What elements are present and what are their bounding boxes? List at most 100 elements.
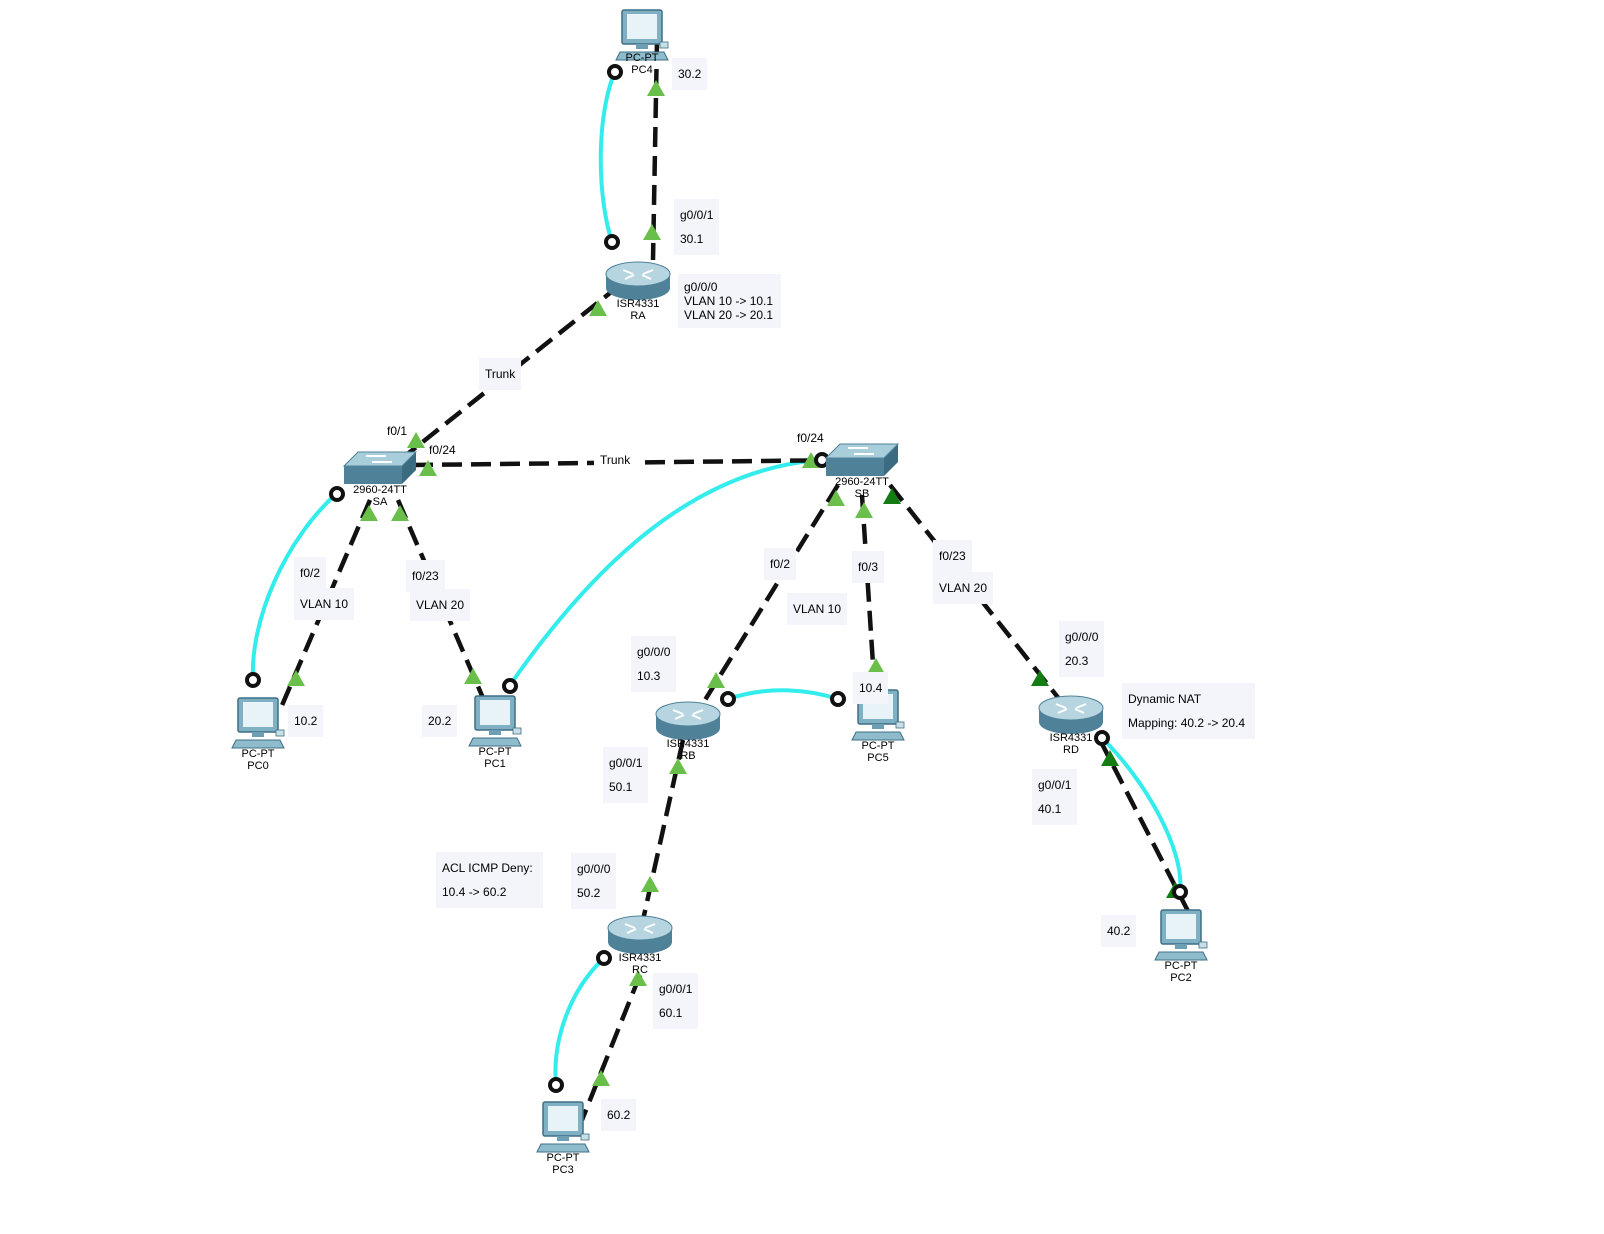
console-cable-rb-pc5[interactable] [727,688,839,701]
port-up-marker [669,758,687,774]
label-rb-g001[interactable]: g0/0/1 50.1 [603,747,649,803]
switch-icon [342,451,418,484]
pc-icon [536,1101,590,1153]
device-pc0[interactable]: PC-PT PC0 [223,696,293,772]
device-name: PC4 [631,64,653,76]
label-sb-f023[interactable]: f0/23 [933,540,972,572]
device-name: PC2 [1170,972,1192,984]
device-pc3[interactable]: PC-PT PC3 [528,1100,598,1176]
port-up-marker [867,658,885,674]
link-ra-sa[interactable] [398,283,622,462]
label-rd-g000[interactable]: g0/0/0 20.3 [1059,621,1105,677]
port-up-marker [1101,750,1119,766]
port-up-marker [592,1070,610,1086]
device-pc1[interactable]: PC-PT PC1 [460,694,530,770]
label-pc3-ip[interactable]: 60.2 [601,1099,637,1131]
device-type: ISR4331 [666,738,710,750]
port-up-marker [407,432,425,448]
console-port-marker [720,691,736,707]
port-up-marker [464,668,482,684]
label-sa-f023[interactable]: f0/23 [406,560,445,592]
port-up-marker [647,80,665,96]
device-name: PC3 [552,1164,574,1176]
link-rc-pc3[interactable] [579,974,643,1121]
label-rd-nat[interactable]: Dynamic NAT Mapping: 40.2 -> 20.4 [1122,683,1256,739]
label-sa-f02[interactable]: f0/2 [294,557,327,589]
router-icon [605,261,671,300]
device-type: PC-PT [861,740,895,752]
label-sa-f024[interactable]: f0/24 [429,443,456,457]
label-pc5-ip[interactable]: 10.4 [853,672,889,704]
label-sb-f03[interactable]: f0/3 [852,551,885,583]
device-rb[interactable]: ISR4331 RB [650,698,726,762]
device-type: PC-PT [1164,960,1198,972]
device-name: PC5 [867,752,889,764]
label-rd-g001[interactable]: g0/0/1 40.1 [1032,769,1078,825]
port-up-marker [391,505,409,521]
device-type: PC-PT [241,748,275,760]
console-cable-rc-pc3[interactable] [553,956,606,1086]
label-pc0-ip[interactable]: 10.2 [288,705,324,737]
label-sa-vlan10[interactable]: VLAN 10 [294,588,355,620]
label-rc-g000[interactable]: g0/0/0 50.2 [571,853,617,909]
label-rb-g000[interactable]: g0/0/0 10.3 [631,636,677,692]
console-port-marker [329,486,345,502]
port-up-marker [827,490,845,506]
label-sb-vlan20[interactable]: VLAN 20 [933,572,994,604]
pc-icon [231,697,285,749]
switch-icon [824,443,900,476]
label-acl[interactable]: ACL ICMP Deny: 10.4 -> 60.2 [436,852,543,908]
console-cable-pc4-ra[interactable] [598,70,617,243]
port-up-marker [419,460,437,476]
port-up-marker [855,502,873,518]
device-name: RA [630,310,646,322]
console-port-marker [604,234,620,250]
label-pc1-ip[interactable]: 20.2 [422,705,458,737]
console-port-marker [548,1077,564,1093]
device-name: RC [632,964,648,976]
console-port-marker [596,950,612,966]
pc-icon [468,695,522,747]
link-sb-rd[interactable] [888,483,1062,702]
device-sb[interactable]: 2960-24TT SB [822,440,902,500]
device-rc[interactable]: ISR4331 RC [602,912,678,976]
link-sb-pc5[interactable] [859,494,878,696]
link-sa-pc1[interactable] [395,499,489,706]
label-sa-vlan20[interactable]: VLAN 20 [410,589,471,621]
label-ra-g001[interactable]: g0/0/1 30.1 [674,199,720,255]
device-name: RB [680,750,696,762]
label-sb-f02[interactable]: f0/2 [764,548,797,580]
label-rc-g001[interactable]: g0/0/1 60.1 [653,973,699,1029]
device-type: PC-PT [546,1152,580,1164]
device-rd[interactable]: ISR4331 RD [1033,692,1109,756]
label-pc2-ip[interactable]: 40.2 [1101,915,1137,947]
console-cable-pc1-sb[interactable] [508,458,821,687]
label-sa-f01[interactable]: f0/1 [387,424,408,438]
port-up-marker [1031,670,1049,686]
label-trunk-ra-sa[interactable]: Trunk [479,358,522,390]
device-type: ISR4331 [616,298,660,310]
label-ra-g000[interactable]: g0/0/0 VLAN 10 -> 10.1 VLAN 20 -> 20.1 [678,274,782,328]
link-sb-rb[interactable] [703,483,840,702]
device-name: PC0 [247,760,269,772]
device-name: PC1 [484,758,506,770]
device-pc2[interactable]: PC-PT PC2 [1146,908,1216,984]
console-port-marker [607,64,623,80]
device-sa[interactable]: 2960-24TT SA [340,448,420,508]
link-pc4-ra[interactable] [650,39,660,261]
router-icon [1038,695,1104,734]
console-port-marker [245,672,261,688]
label-trunk-sa-sb[interactable]: Trunk [594,449,637,471]
device-name: SA [372,496,388,508]
label-sb-f024[interactable]: f0/24 [797,431,824,445]
label-sb-vlan10[interactable]: VLAN 10 [787,593,848,625]
device-pc4[interactable]: PC-PT PC4 [607,8,677,76]
console-port-marker [830,691,846,707]
label-pc4-ip[interactable]: 30.2 [672,58,708,90]
device-type: ISR4331 [618,952,662,964]
console-port-marker [1172,884,1188,900]
console-cable-rd-pc2[interactable] [1100,736,1183,893]
console-cable-sa-pc0[interactable] [250,491,339,681]
device-ra[interactable]: ISR4331 RA [600,258,676,322]
